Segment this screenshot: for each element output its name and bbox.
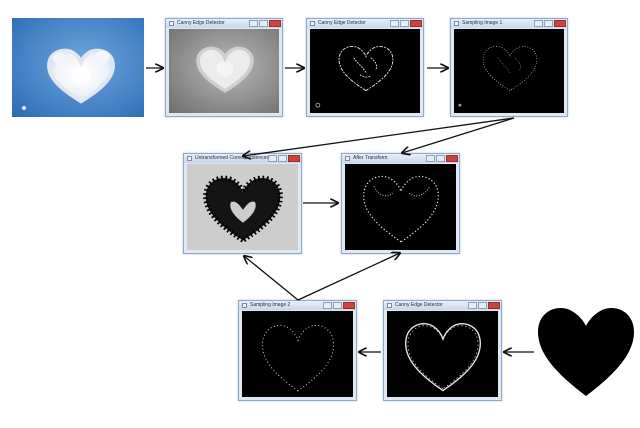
arrow-icon <box>297 253 400 301</box>
window-icon <box>454 21 459 26</box>
heart-edge-map <box>387 311 498 397</box>
sampled-points-1 <box>454 29 564 113</box>
window-icon <box>169 21 174 26</box>
window-icon <box>242 303 247 308</box>
title-bar: Sampling Image 2 <box>239 301 356 310</box>
title-bar: After Transform <box>342 154 459 163</box>
close-icon[interactable] <box>554 20 566 27</box>
minimize-icon[interactable] <box>249 20 258 27</box>
title-bar: Canny Edge Detector <box>307 19 423 28</box>
sampled-points-2 <box>242 311 353 397</box>
window-title: After Transform <box>353 155 388 161</box>
minimize-icon[interactable] <box>390 20 399 27</box>
minimize-icon[interactable] <box>534 20 543 27</box>
close-icon[interactable] <box>288 155 300 162</box>
sampling-window-1: Sampling Image 1 <box>450 18 568 117</box>
title-bar: Sampling Image 1 <box>451 19 567 28</box>
close-icon[interactable] <box>410 20 422 27</box>
window-icon <box>387 303 392 308</box>
minimize-icon[interactable] <box>426 155 435 162</box>
window-icon <box>345 156 350 161</box>
maximize-icon[interactable] <box>259 20 268 27</box>
arrow-icon <box>243 117 515 156</box>
window-icon <box>187 156 192 161</box>
maximize-icon[interactable] <box>400 20 409 27</box>
close-icon[interactable] <box>343 302 355 309</box>
maximize-icon[interactable] <box>436 155 445 162</box>
window-title: Sampling Image 2 <box>250 302 291 308</box>
correspondence-lines <box>187 164 298 250</box>
window-title: Canny Edge Detector <box>177 20 225 26</box>
sampling-window-2: Sampling Image 2 <box>238 300 357 401</box>
minimize-icon[interactable] <box>268 155 277 162</box>
window-title: Canny Edge Detector <box>318 20 366 26</box>
untransformed-correspondences-window: Untransformed Correspondences <box>183 153 302 254</box>
arrow-icon <box>244 256 299 301</box>
heart-cloud-photo <box>12 18 144 117</box>
arrow-icon <box>402 117 515 153</box>
window-title: Canny Edge Detector <box>395 302 443 308</box>
heart-silhouette <box>536 302 636 398</box>
maximize-icon[interactable] <box>333 302 342 309</box>
title-bar: Canny Edge Detector <box>384 301 501 310</box>
window-title: Untransformed Correspondences <box>195 155 269 161</box>
grayscale-image <box>169 29 279 113</box>
maximize-icon[interactable] <box>544 20 553 27</box>
aligned-edge-points <box>345 164 456 250</box>
canny-window-edges: Canny Edge Detector <box>306 18 424 117</box>
canny-window-heart: Canny Edge Detector <box>383 300 502 401</box>
title-bar: Canny Edge Detector <box>166 19 282 28</box>
cloud-edge-map <box>310 29 420 113</box>
window-title: Sampling Image 1 <box>462 20 503 26</box>
close-icon[interactable] <box>446 155 458 162</box>
window-icon <box>310 21 315 26</box>
close-icon[interactable] <box>269 20 281 27</box>
canny-window-grayscale: Canny Edge Detector <box>165 18 283 117</box>
maximize-icon[interactable] <box>278 155 287 162</box>
minimize-icon[interactable] <box>323 302 332 309</box>
minimize-icon[interactable] <box>468 302 477 309</box>
maximize-icon[interactable] <box>478 302 487 309</box>
close-icon[interactable] <box>488 302 500 309</box>
